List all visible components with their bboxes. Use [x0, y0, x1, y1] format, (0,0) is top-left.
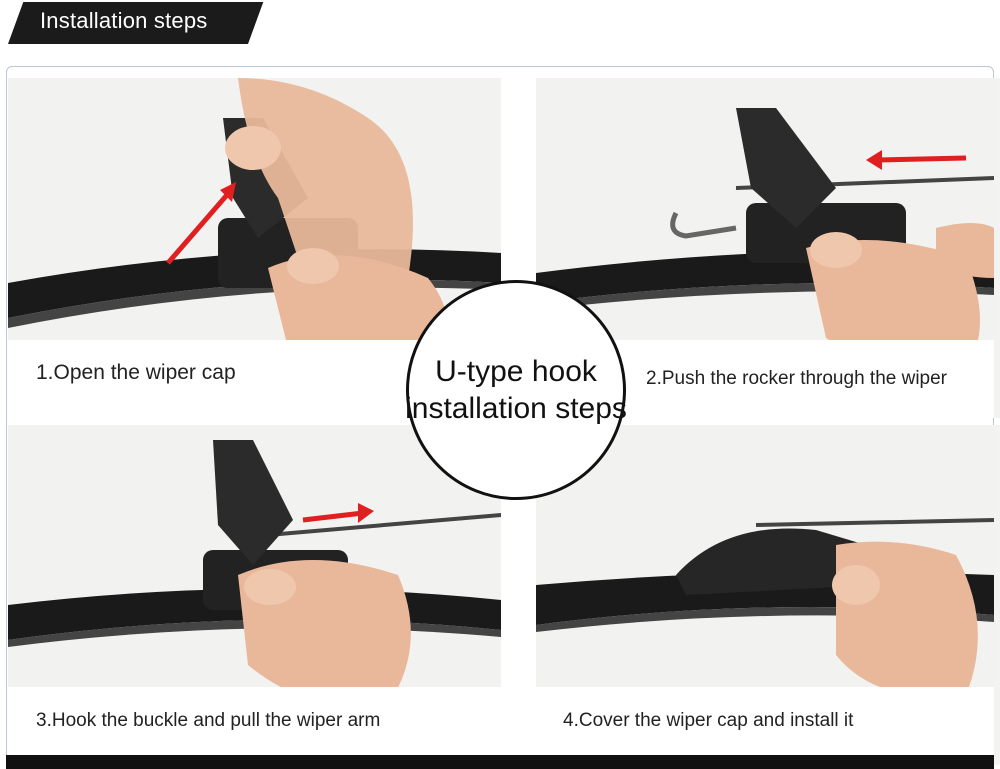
step-4-photo: [536, 425, 1000, 765]
step-3-caption: 3.Hook the buckle and pull the wiper arm: [36, 710, 381, 731]
header-title: Installation steps: [40, 8, 208, 33]
step-4-caption: 4.Cover the wiper cap and install it: [563, 710, 854, 731]
badge-line-1: U-type hook: [435, 354, 597, 388]
step-1-caption: 1.Open the wiper cap: [36, 361, 236, 384]
step-3-photo: [8, 425, 501, 765]
badge-line-2: installation steps: [405, 392, 627, 425]
step-2-caption: 2.Push the rocker through the wiper: [646, 368, 948, 389]
center-badge: U-type hook installation steps: [405, 280, 627, 500]
bottom-bar: [6, 755, 994, 769]
